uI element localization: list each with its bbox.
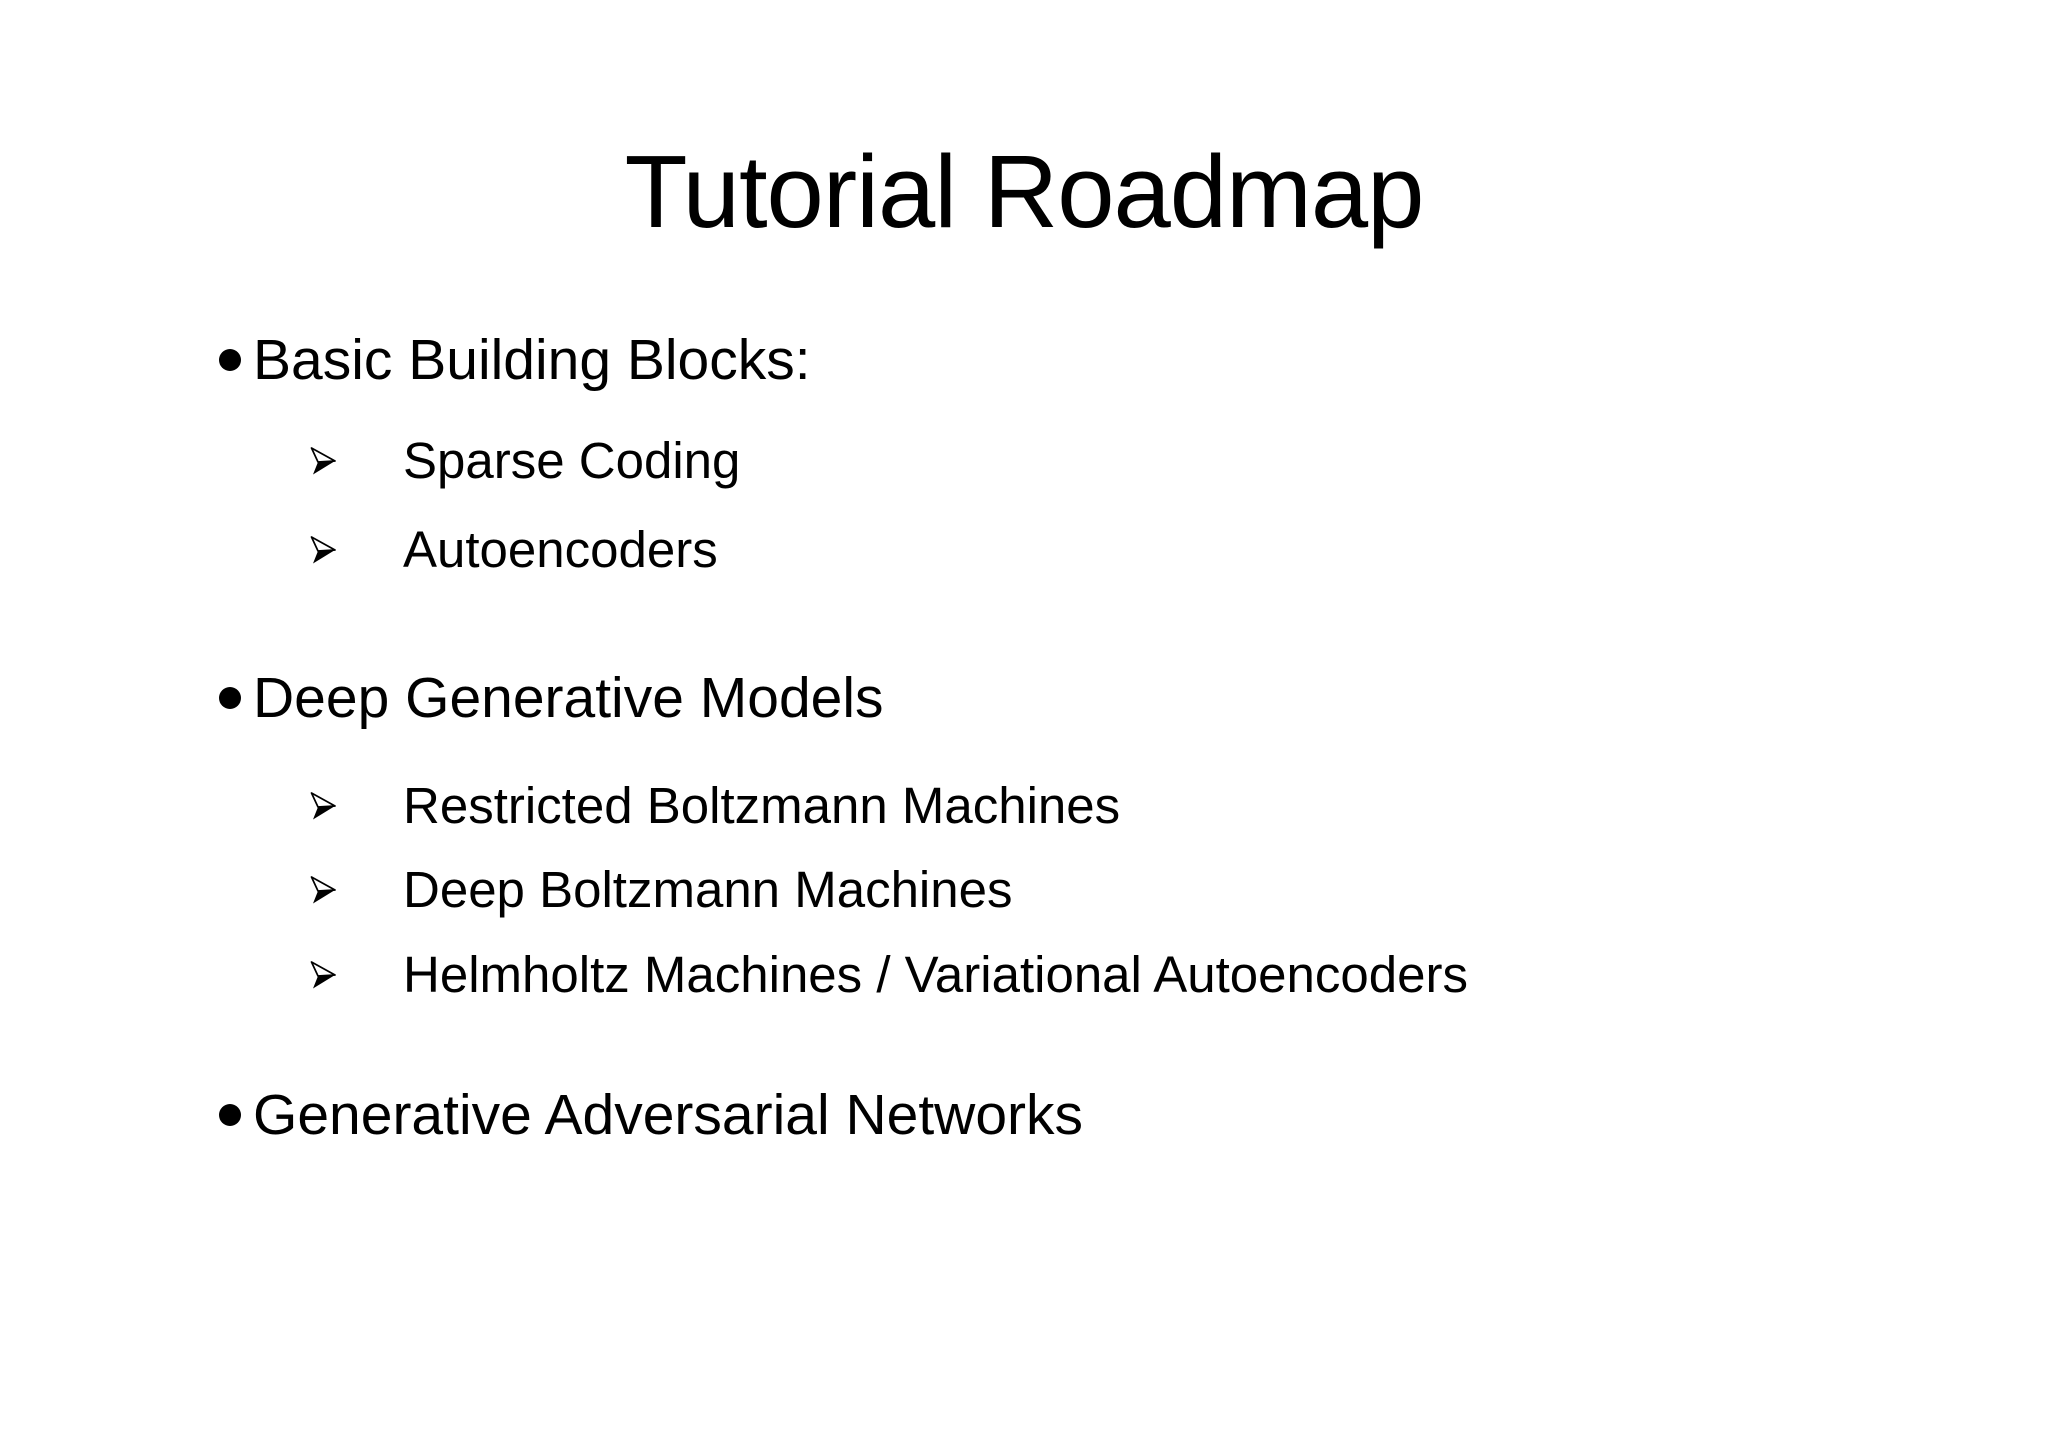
bullet-item-label: Deep Generative Models [253,666,884,730]
bullet-item-basic-building-blocks: Basic Building Blocks: [219,332,811,389]
arrowhead-bullet-icon [310,961,336,989]
circle-bullet-icon [219,349,241,371]
circle-bullet-icon [219,1104,241,1126]
arrowhead-bullet-icon [310,876,336,904]
sub-bullet-item-helmholtz-vae: Helmholtz Machines / Variational Autoenc… [310,949,1468,1000]
sub-bullet-label: Helmholtz Machines / Variational Autoenc… [403,946,1468,1003]
sub-bullet-label: Autoencoders [403,521,718,578]
sub-bullet-item-sparse-coding: Sparse Coding [310,435,740,486]
bullet-item-generative-adversarial-networks: Generative Adversarial Networks [219,1087,1083,1144]
arrowhead-bullet-icon [310,536,336,564]
sub-bullet-item-autoencoders: Autoencoders [310,524,718,575]
bullet-item-label: Generative Adversarial Networks [253,1083,1084,1147]
sub-bullet-item-restricted-boltzmann-machines: Restricted Boltzmann Machines [310,780,1120,831]
sub-bullet-label: Deep Boltzmann Machines [403,861,1013,918]
circle-bullet-icon [219,687,241,709]
sub-bullet-item-deep-boltzmann-machines: Deep Boltzmann Machines [310,864,1013,915]
bullet-item-label: Basic Building Blocks: [253,328,811,392]
arrowhead-bullet-icon [310,447,336,475]
arrowhead-bullet-icon [310,792,336,820]
bullet-item-deep-generative-models: Deep Generative Models [219,670,884,727]
sub-bullet-label: Restricted Boltzmann Machines [403,777,1121,834]
sub-bullet-label: Sparse Coding [403,432,741,489]
slide-title: Tutorial Roadmap [624,134,1425,249]
